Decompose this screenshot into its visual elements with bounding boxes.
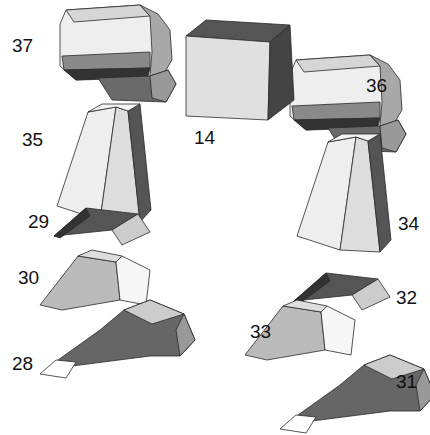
part-14	[186, 20, 294, 120]
part-28	[40, 300, 195, 378]
part-31	[280, 355, 430, 433]
part-37	[60, 5, 176, 102]
part-34	[297, 134, 391, 252]
cube-front	[186, 36, 270, 120]
part-29	[54, 208, 150, 245]
callout-number: 28	[12, 354, 33, 373]
callout-number: 34	[398, 214, 419, 233]
callout-number: 37	[12, 36, 33, 55]
callout-number: 14	[194, 128, 215, 147]
part-30	[40, 250, 150, 310]
callout-number: 35	[22, 130, 43, 149]
callout-number: 30	[18, 268, 39, 287]
part-33	[245, 300, 355, 360]
cube-side	[268, 25, 294, 120]
callout-number: 33	[250, 322, 271, 341]
part-35	[57, 104, 151, 222]
callout-number: 29	[28, 212, 49, 231]
callout-number: 32	[396, 288, 417, 307]
callout-number: 31	[396, 372, 417, 391]
callout-number: 36	[366, 76, 387, 95]
